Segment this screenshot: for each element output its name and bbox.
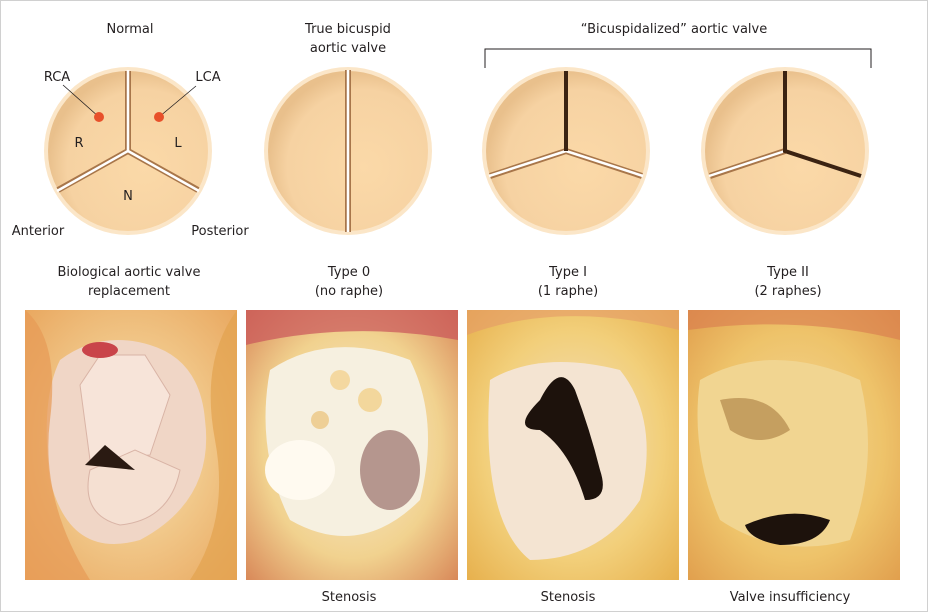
bicuspidalized-bracket [484, 48, 872, 68]
row-label-2b: (no raphe) [315, 284, 383, 299]
photo-type-ii [688, 310, 900, 580]
rca-leader [62, 84, 100, 118]
row-label-4b: (2 raphes) [754, 284, 821, 299]
caption-stenosis-type-0: Stenosis [322, 590, 377, 605]
caption-stenosis-type-i: Stenosis [541, 590, 596, 605]
raphes [783, 71, 862, 178]
caption-valve-insufficiency: Valve insufficiency [730, 590, 851, 605]
row-label-3a: Type I [548, 265, 587, 280]
title-true-bicuspid-2: aortic valve [310, 41, 386, 56]
photo-type-i [467, 310, 679, 580]
type-i-valve-diagram [482, 67, 650, 235]
photo-biological-valve [25, 310, 237, 580]
label-rca: RCA [44, 70, 70, 85]
lca-leader [158, 85, 197, 118]
type-ii-valve-diagram [701, 67, 869, 235]
normal-valve-diagram [44, 67, 212, 235]
row-label-1a: Biological aortic valve [58, 265, 201, 280]
label-posterior: Posterior [191, 224, 249, 239]
row-label-4a: Type II [766, 265, 809, 280]
true-bicuspid-valve-diagram [264, 67, 432, 235]
row-label-1b: replacement [88, 284, 170, 299]
label-r: R [74, 136, 83, 151]
rca-ostium [94, 112, 104, 122]
label-anterior: Anterior [12, 224, 65, 239]
label-n: N [123, 189, 133, 204]
label-l: L [174, 136, 182, 151]
row-label-2a: Type 0 [327, 265, 370, 280]
title-normal: Normal [106, 22, 153, 37]
label-lca: LCA [195, 70, 220, 85]
lca-ostium [154, 112, 164, 122]
title-bicuspidalized: “Bicuspidalized” aortic valve [581, 22, 768, 37]
row-label-3b: (1 raphe) [538, 284, 598, 299]
photo-type-0 [246, 310, 458, 580]
title-true-bicuspid-1: True bicuspid [304, 22, 391, 37]
